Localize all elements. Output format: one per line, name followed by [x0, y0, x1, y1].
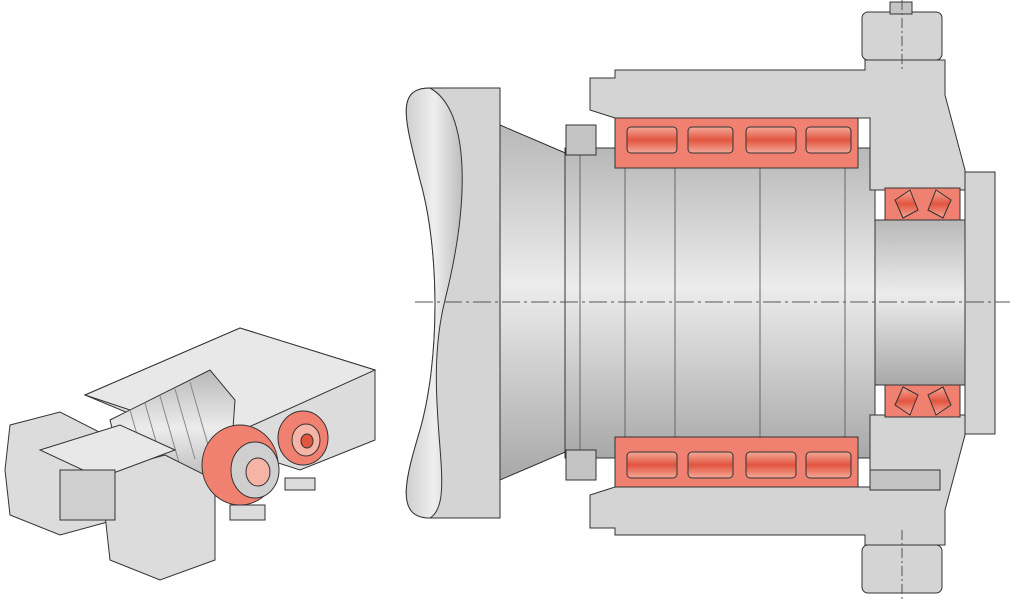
seal-top: [565, 124, 597, 156]
crossbar-face: [59, 469, 116, 521]
roll-body-highlight: [405, 87, 463, 519]
thrust-bearing-bottom: [884, 384, 961, 418]
seal-bottom: [565, 449, 597, 481]
bearing-section-left: [201, 424, 280, 506]
isometric-assembly: [4, 327, 377, 581]
end-cap: [964, 171, 996, 435]
cross-section: [405, 1, 996, 594]
barrel-knurling: [129, 381, 211, 481]
thrust-bearing-top: [884, 187, 961, 221]
rollers-bottom: [626, 451, 852, 479]
foot-pad-1: [229, 504, 266, 521]
chock-front: [104, 454, 216, 581]
foot-pad-2: [284, 477, 316, 491]
rollers-top: [626, 126, 852, 154]
bearing-section-right: [277, 410, 329, 466]
crossbar: [38, 424, 177, 479]
neck-shaft: [564, 147, 876, 459]
